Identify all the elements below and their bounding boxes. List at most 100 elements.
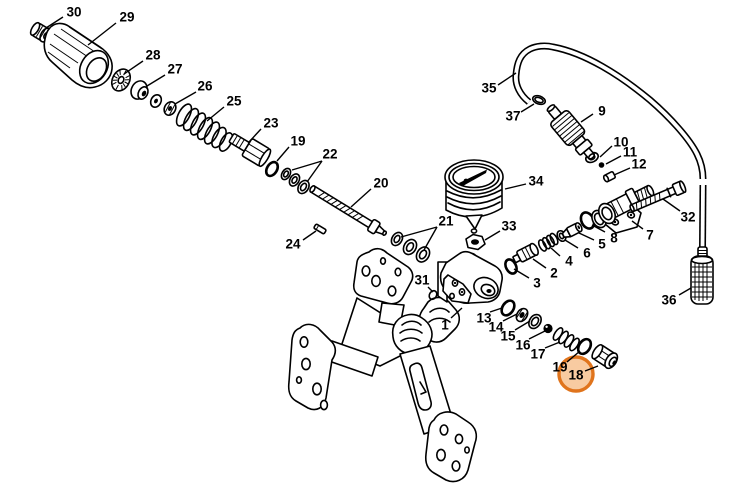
leader-line-30 — [45, 16, 64, 29]
leader-line-18 — [584, 365, 599, 372]
part-4-spring-drawing — [537, 232, 559, 252]
part-19-oring-bottom-drawing — [576, 337, 593, 356]
leader-line-9 — [580, 113, 594, 123]
part-27-bushing-drawing — [130, 80, 149, 100]
part-label-8: 8 — [610, 231, 618, 246]
part-label-27: 27 — [167, 62, 182, 77]
part-label-24: 24 — [285, 237, 301, 252]
leader-line-25 — [206, 106, 225, 122]
leader-line-19 — [276, 146, 290, 162]
leader-line-20 — [350, 188, 372, 208]
leader-line-8 — [591, 224, 606, 233]
part-31-ring-drawing — [428, 289, 438, 301]
part-label-13: 13 — [476, 311, 492, 326]
part-label-18: 18 — [568, 368, 584, 383]
leader-line-28 — [123, 60, 144, 75]
part-3-oring-drawing — [504, 258, 518, 275]
part-37-clamp-drawing — [531, 94, 547, 106]
part-18-plug-drawing — [591, 343, 619, 370]
part-23-fitting-drawing — [228, 133, 272, 168]
part-label-7: 7 — [646, 228, 654, 243]
leader-line-27 — [146, 74, 166, 87]
leader-line-1 — [450, 307, 463, 319]
part-9-valve-knob-drawing — [546, 104, 595, 160]
part-label-16: 16 — [515, 338, 531, 353]
part-label-23: 23 — [263, 116, 279, 131]
part-label-2: 2 — [550, 266, 558, 281]
part-16-ball-drawing — [543, 323, 553, 334]
part-32-rod-drawing — [629, 180, 687, 213]
leader-line-11 — [605, 155, 622, 165]
part-20-rod-drawing — [309, 185, 388, 236]
part-29-knob-drawing — [43, 22, 113, 89]
part-33-nut-drawing — [465, 233, 486, 251]
part-label-29: 29 — [119, 10, 134, 25]
part-2-piston-drawing — [512, 242, 539, 264]
part-label-4: 4 — [565, 254, 573, 269]
leader-line-17 — [544, 341, 561, 349]
part-label-17: 17 — [530, 347, 545, 362]
part-19-oring-top-drawing — [264, 160, 280, 178]
leader-line-31 — [427, 286, 434, 293]
part-label-9: 9 — [598, 104, 606, 119]
leader-line-33 — [484, 230, 501, 241]
leader-line-3 — [513, 268, 530, 279]
part-label-32: 32 — [680, 210, 695, 225]
leader-line-22 — [306, 160, 323, 183]
leader-line-37 — [520, 103, 535, 113]
part-label-1: 1 — [441, 318, 449, 333]
part-label-3: 3 — [533, 276, 541, 291]
leader-line-19 — [566, 350, 581, 363]
part-label-11: 11 — [623, 145, 638, 160]
part-22-washers-drawing — [280, 167, 310, 195]
part-34-gauge-drawing — [444, 159, 504, 234]
part-label-35: 35 — [481, 81, 497, 96]
part-label-33: 33 — [501, 219, 517, 234]
part-label-15: 15 — [500, 329, 516, 344]
part-13-oring-drawing — [500, 299, 516, 317]
part-label-25: 25 — [226, 94, 242, 109]
leader-line-16 — [528, 330, 546, 340]
part-35-hose-drawing — [512, 42, 707, 249]
part-25-spring-drawing — [175, 103, 234, 152]
highlighted-part-marker[interactable] — [557, 355, 595, 393]
part-label-22: 22 — [322, 147, 337, 162]
part-label-19-2: 19 — [552, 360, 567, 375]
leader-line-34 — [504, 183, 527, 190]
leader-line-32 — [662, 198, 681, 212]
part-15-seal-drawing — [528, 313, 542, 330]
part-label-14: 14 — [488, 320, 504, 335]
leader-line-22 — [291, 160, 323, 171]
part-label-28: 28 — [145, 48, 161, 63]
part-label-21: 21 — [438, 214, 454, 229]
part-label-6: 6 — [583, 246, 591, 261]
leader-line-10 — [599, 145, 613, 158]
part-label-5: 5 — [598, 237, 606, 252]
part-label-37: 37 — [505, 109, 520, 124]
part-12-screw-drawing — [602, 171, 616, 183]
part-28-star-washer-drawing — [110, 68, 132, 92]
leader-line-7 — [631, 220, 644, 230]
leader-line-35 — [497, 72, 517, 86]
part-11-ball-drawing — [598, 162, 605, 168]
leader-line-12 — [613, 167, 631, 176]
part-label-26: 26 — [197, 79, 213, 94]
part-24-pin-drawing — [313, 223, 327, 235]
part-1-pump-body-drawing — [437, 250, 503, 305]
part-label-30: 30 — [66, 5, 81, 20]
part-label-36: 36 — [661, 293, 677, 308]
leader-line-2 — [532, 258, 547, 269]
part-label-34: 34 — [528, 174, 544, 189]
part-label-20: 20 — [373, 176, 388, 191]
part-26-nuts-drawing — [149, 93, 177, 116]
leader-line-24 — [302, 230, 317, 241]
leader-line-6 — [564, 239, 579, 249]
part-7-valve-assembly-drawing — [591, 184, 655, 234]
leader-line-4 — [550, 247, 561, 257]
leader-line-29 — [87, 22, 117, 46]
part-36-filter-drawing — [690, 246, 714, 305]
part-label-19: 19 — [290, 134, 305, 149]
